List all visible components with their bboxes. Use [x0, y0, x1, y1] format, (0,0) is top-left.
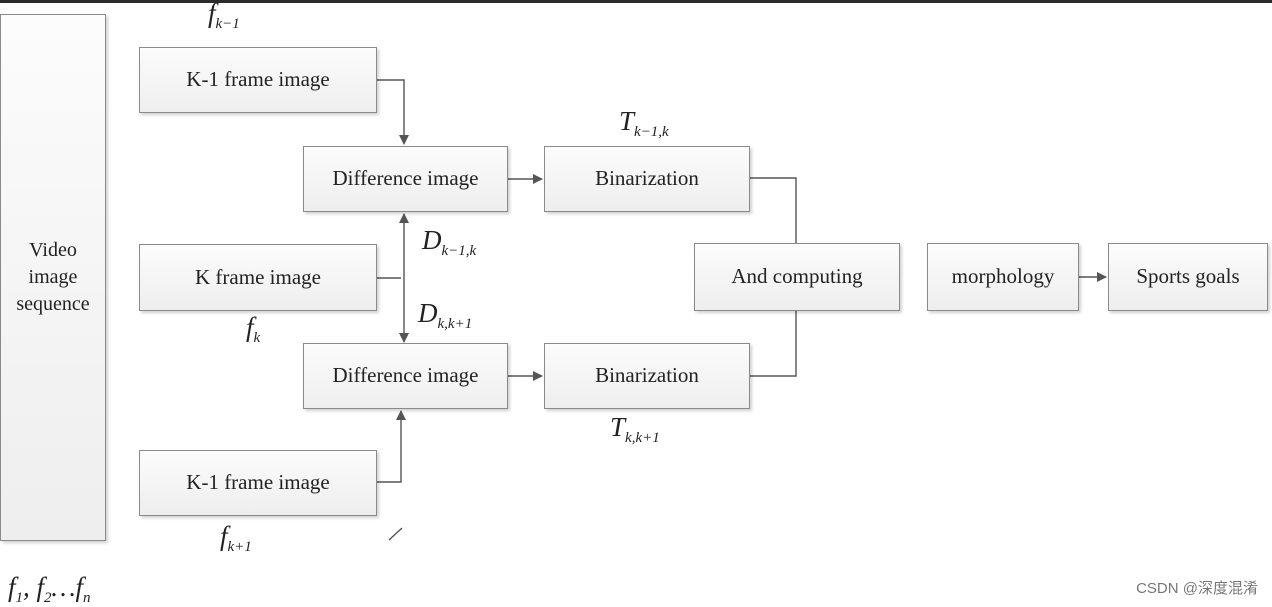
label-T-bottom-sub: k,k+1	[625, 430, 660, 446]
label-f-curr-base: f	[246, 312, 254, 342]
label-f-curr-sub: k	[253, 330, 261, 346]
label-T-top-sub: k−1,k	[634, 124, 669, 140]
label-seq-f3: …f	[51, 572, 84, 602]
difference-top-node: Difference image	[303, 146, 508, 212]
edge-frame-next-to-diff-bottom	[376, 410, 406, 483]
edge-bin-top-to-and	[749, 177, 797, 244]
label-f-next: fk+1	[220, 521, 252, 556]
binarization-top-node: Binarization	[544, 146, 750, 212]
label-f-prev-base: f	[208, 0, 216, 28]
frame-prev-node: K-1 frame image	[139, 47, 377, 113]
frame-next-node: K-1 frame image	[139, 450, 377, 516]
label-sequence: f1, f2…fn	[8, 572, 91, 607]
frame-curr-node: K frame image	[139, 244, 377, 311]
label-f-curr: fk	[246, 312, 260, 347]
label-D-bottom-base: D	[418, 298, 438, 328]
label-T-top-base: T	[619, 106, 635, 136]
label-D-bottom: Dk,k+1	[418, 298, 472, 333]
label-seq-f2: , f	[23, 572, 45, 602]
video-sequence-node: Video image sequence	[0, 14, 106, 541]
watermark: CSDN @深度混淆	[1136, 580, 1258, 597]
video-sequence-line-1: Video	[29, 239, 77, 261]
sports-goals-node: Sports goals	[1108, 243, 1268, 311]
label-T-bottom-base: T	[610, 412, 626, 442]
stray-mark	[388, 527, 403, 541]
binarization-bottom-node: Binarization	[544, 343, 750, 409]
edge-bin-bottom-to-and	[749, 311, 797, 377]
label-T-bottom: Tk,k+1	[610, 412, 660, 447]
label-f-prev: fk−1	[208, 0, 240, 33]
label-seq-s2: 2	[44, 590, 52, 606]
morphology-node: morphology	[927, 243, 1079, 311]
label-D-top-sub: k−1,k	[441, 243, 477, 259]
label-T-top: Tk−1,k	[619, 106, 669, 141]
label-seq-f1: f	[8, 572, 16, 602]
edge-frame-prev-to-diff-top	[376, 79, 409, 145]
label-D-top-base: D	[422, 225, 442, 255]
top-border	[0, 0, 1272, 3]
label-D-bottom-sub: k,k+1	[437, 316, 473, 332]
label-f-next-sub: k+1	[227, 539, 252, 555]
label-seq-s1: 1	[15, 590, 24, 606]
label-D-top: Dk−1,k	[422, 225, 476, 260]
label-f-next-base: f	[220, 521, 228, 551]
label-f-prev-sub: k−1	[215, 16, 240, 32]
video-sequence-line-3: sequence	[16, 293, 90, 315]
and-computing-node: And computing	[694, 243, 900, 311]
label-seq-s3: n	[83, 590, 91, 606]
video-sequence-line-2: image	[28, 266, 78, 288]
difference-bottom-node: Difference image	[303, 343, 508, 409]
